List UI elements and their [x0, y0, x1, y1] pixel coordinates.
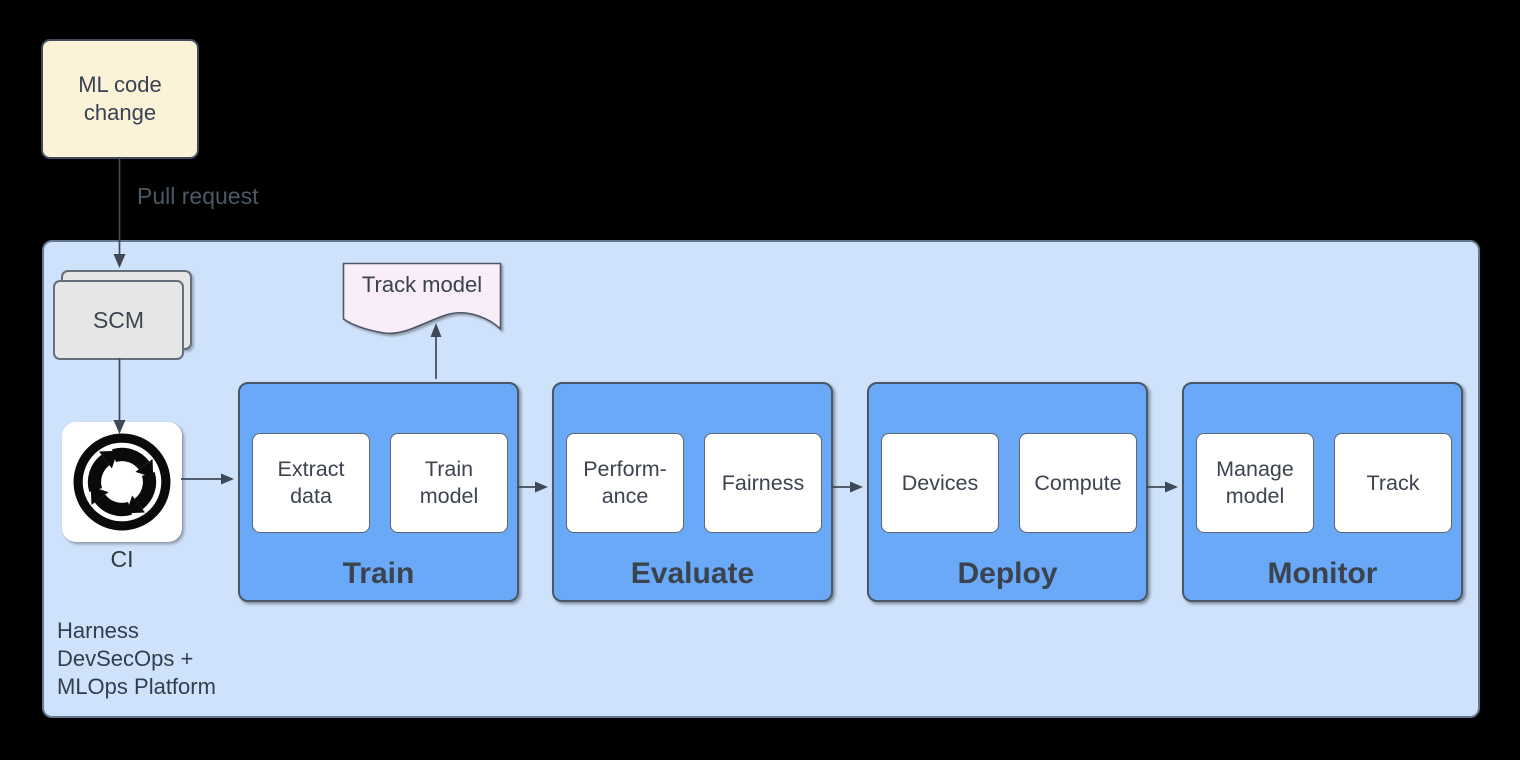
track-model-doc-shape: Track model [342, 262, 502, 340]
stage-item-label: Extract data [277, 457, 345, 508]
document-shape-path [342, 262, 502, 335]
stage-title-monitor: Monitor [1267, 557, 1378, 590]
stage-title-evaluate: Evaluate [630, 557, 755, 590]
stage-item-label: Devices [901, 470, 979, 495]
pull-request-label: Pull request [137, 183, 259, 209]
stage-item-label: Fairness [721, 470, 805, 495]
stage-title-deploy: Deploy [957, 557, 1058, 590]
ci-cycle-arrows-icon [73, 433, 171, 531]
platform-caption: Harness DevSecOps + MLOps Platform [57, 618, 216, 699]
scm-node: SCM [53, 280, 184, 360]
ci-label: CI [110, 546, 134, 572]
stage-item-performance: Perform- ance [566, 433, 684, 533]
stage-item-label: Perform- ance [583, 457, 667, 508]
stage-deploy: Devices Compute Deploy [867, 382, 1148, 602]
stage-item-train-model: Train model [390, 433, 508, 533]
ci-node [62, 422, 182, 542]
stage-train: Extract data Train model Train [238, 382, 519, 602]
platform-container: SCM [42, 240, 1480, 718]
track-model-label: Track model [361, 272, 483, 297]
stage-item-track: Track [1334, 433, 1452, 533]
stage-item-extract-data: Extract data [252, 433, 370, 533]
stage-item-label: Track [1366, 470, 1420, 495]
stage-item-compute: Compute [1019, 433, 1137, 533]
stage-monitor: Manage model Track Monitor [1182, 382, 1463, 602]
ml-code-change-node: ML code change [41, 39, 199, 159]
stage-evaluate: Perform- ance Fairness Evaluate [552, 382, 833, 602]
stage-title-train: Train [342, 557, 415, 590]
stage-item-label: Compute [1034, 470, 1122, 495]
stage-item-manage-model: Manage model [1196, 433, 1314, 533]
stage-item-fairness: Fairness [704, 433, 822, 533]
stage-item-label: Manage model [1216, 457, 1294, 508]
scm-label: SCM [92, 306, 145, 333]
stage-item-devices: Devices [881, 433, 999, 533]
stage-item-label: Train model [419, 457, 479, 508]
